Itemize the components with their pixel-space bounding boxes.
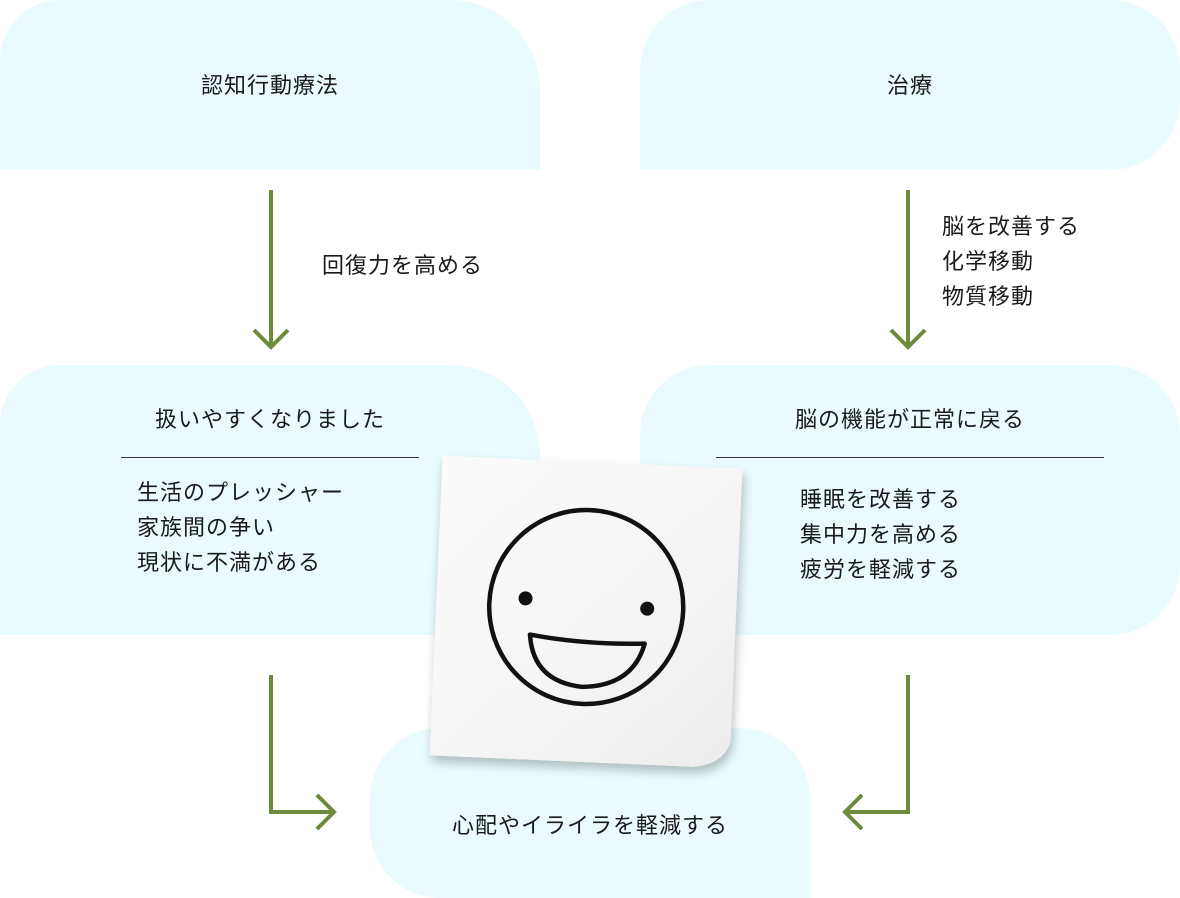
treatment-arrow-labels: 脳を改善する 化学移動 物質移動 bbox=[942, 210, 1080, 315]
list-item: 家族間の争い bbox=[137, 516, 276, 541]
list-item: 生活のプレッシャー bbox=[137, 481, 345, 506]
down-arrow-left bbox=[252, 190, 290, 350]
resilience-label: 回復力を高める bbox=[322, 254, 484, 279]
list-item: 集中力を高める bbox=[800, 523, 962, 548]
list-item: 化学移動 bbox=[942, 250, 1035, 275]
cbt-box bbox=[0, 0, 540, 170]
list-item: 脳を改善する bbox=[942, 215, 1081, 240]
manageable-title: 扱いやすくなりました bbox=[154, 408, 385, 433]
brain-function-title: 脳の機能が正常に戻る bbox=[794, 408, 1025, 433]
sticky-note bbox=[429, 455, 743, 769]
list-item: 疲労を軽減する bbox=[800, 558, 962, 583]
treatment-title: 治療 bbox=[886, 74, 933, 99]
manageable-divider bbox=[121, 457, 419, 458]
cbt-title: 認知行動療法 bbox=[200, 74, 339, 99]
brain-function-divider bbox=[716, 457, 1104, 458]
result-title: 心配やイライラを軽減する bbox=[451, 814, 728, 839]
down-arrow-right bbox=[889, 190, 927, 350]
list-item: 睡眠を改善する bbox=[800, 488, 962, 513]
manageable-list: 生活のプレッシャー 家族間の争い 現状に不満がある bbox=[137, 476, 344, 581]
elbow-arrow-left bbox=[269, 675, 337, 831]
list-item: 物質移動 bbox=[942, 285, 1035, 310]
brain-function-list: 睡眠を改善する 集中力を高める 疲労を軽減する bbox=[800, 483, 961, 588]
smiley-face-icon bbox=[486, 507, 686, 707]
list-item: 現状に不満がある bbox=[137, 551, 322, 576]
elbow-arrow-right bbox=[842, 675, 910, 831]
treatment-box bbox=[640, 0, 1180, 170]
